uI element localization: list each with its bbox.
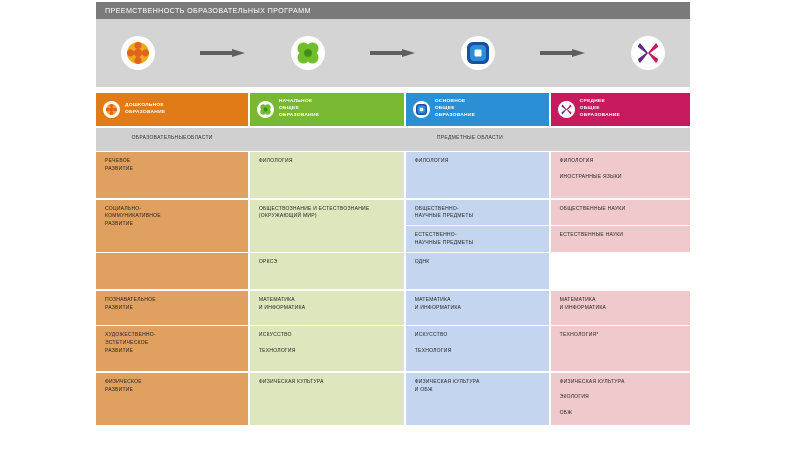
cell-text: ИСКУССТВО ТЕХНОЛОГИЯ bbox=[405, 326, 550, 372]
cell-text: ФИЗИЧЕСКАЯ КУЛЬТУРА bbox=[249, 372, 405, 425]
cell-text: ФИЛОЛОГИЯ bbox=[405, 152, 550, 198]
flow-step-basic bbox=[436, 36, 520, 70]
nachalnoe-clover-icon bbox=[291, 36, 325, 70]
cell-secondary: ФИЗИЧЕСКАЯ КУЛЬТУРА ЭКОЛОГИЯ ОБЖ bbox=[550, 372, 690, 425]
subheader-subject-areas: ПРЕДМЕТНЫЕ ОБЛАСТИ bbox=[436, 135, 503, 142]
cell-text: ЕСТЕСТВЕННО-НАУЧНЫЕ ПРЕДМЕТЫ bbox=[405, 226, 550, 252]
cell-text bbox=[96, 253, 249, 290]
cell-basic: ОДНК bbox=[405, 253, 550, 290]
dookolnoe-flower-icon bbox=[121, 36, 155, 70]
page-title: ПРЕЕМСТВЕННОСТЬ ОБРАЗОВАТЕЛЬНЫХ ПРОГРАММ bbox=[105, 6, 311, 15]
osnovnoe-square-icon bbox=[412, 101, 430, 118]
srednee-cross-icon bbox=[631, 36, 665, 70]
cell-text: ФИЛОЛОГИЯ bbox=[249, 152, 405, 198]
arrow-right-icon bbox=[370, 48, 416, 58]
education-flow-band bbox=[96, 19, 690, 87]
title-bar: ПРЕЕМСТВЕННОСТЬ ОБРАЗОВАТЕЛЬНЫХ ПРОГРАММ bbox=[96, 2, 690, 19]
arrow-right-icon bbox=[200, 48, 246, 58]
cell-basic: ФИЛОЛОГИЯ bbox=[405, 152, 550, 198]
cell-text: ОБЩЕСТВЕННО-НАУЧНЫЕ ПРЕДМЕТЫ bbox=[405, 199, 550, 225]
cell-secondary bbox=[550, 253, 690, 290]
cell-text: ФИЗИЧЕСКАЯ КУЛЬТУРА ЭКОЛОГИЯ ОБЖ bbox=[550, 372, 690, 425]
cell-empty bbox=[550, 253, 690, 290]
osnovnoe-square-icon bbox=[461, 36, 495, 70]
cell-primary: ФИЛОЛОГИЯ bbox=[249, 152, 405, 198]
cell-text: ОРКСЭ bbox=[249, 253, 405, 290]
flow-step-secondary bbox=[606, 36, 690, 70]
srednee-cross-icon bbox=[557, 101, 575, 118]
flow-step-preschool bbox=[96, 36, 180, 70]
cell-text: ФИЛОЛОГИЯ ИНОСТРАННЫЕ ЯЗЫКИ bbox=[550, 152, 690, 198]
cell-text: ОБЩЕСТВЕННЫЕ НАУКИ bbox=[550, 199, 690, 225]
flow-step-primary bbox=[266, 36, 350, 70]
dookolnoe-flower-icon bbox=[103, 101, 120, 118]
flow-arrow-3 bbox=[520, 48, 606, 58]
cell-secondary: ТЕХНОЛОГИЯ* bbox=[550, 326, 690, 372]
cell-text: ИСКУССТВО ТЕХНОЛОГИЯ bbox=[249, 326, 405, 372]
nachalnoe-clover-icon bbox=[256, 101, 274, 118]
cell-text: ОБЩЕСТВОЗНАНИЕ И ЕСТЕСТВОЗНАНИЕ(ОКРУЖАЮЩ… bbox=[249, 199, 405, 252]
cell-basic: ИСКУССТВО ТЕХНОЛОГИЯ bbox=[405, 326, 550, 372]
arrow-right-icon bbox=[540, 48, 586, 58]
cell-text: ЕСТЕСТВЕННЫЕ НАУКИ bbox=[550, 226, 690, 252]
cell-primary: ИСКУССТВО ТЕХНОЛОГИЯ bbox=[249, 326, 405, 372]
cell-text: ОДНК bbox=[405, 253, 550, 290]
cell-secondary: ФИЛОЛОГИЯ ИНОСТРАННЫЕ ЯЗЫКИ bbox=[550, 152, 690, 198]
cell-primary: ОБЩЕСТВОЗНАНИЕ И ЕСТЕСТВОЗНАНИЕ(ОКРУЖАЮЩ… bbox=[249, 199, 405, 252]
cell-primary: ФИЗИЧЕСКАЯ КУЛЬТУРА bbox=[249, 372, 405, 425]
cell-primary: ОРКСЭ bbox=[249, 253, 405, 290]
cell-preschool-merged-continuation bbox=[96, 253, 249, 290]
cell-text: ТЕХНОЛОГИЯ* bbox=[550, 326, 690, 372]
flow-arrow-2 bbox=[350, 48, 436, 58]
flow-arrow-1 bbox=[180, 48, 266, 58]
